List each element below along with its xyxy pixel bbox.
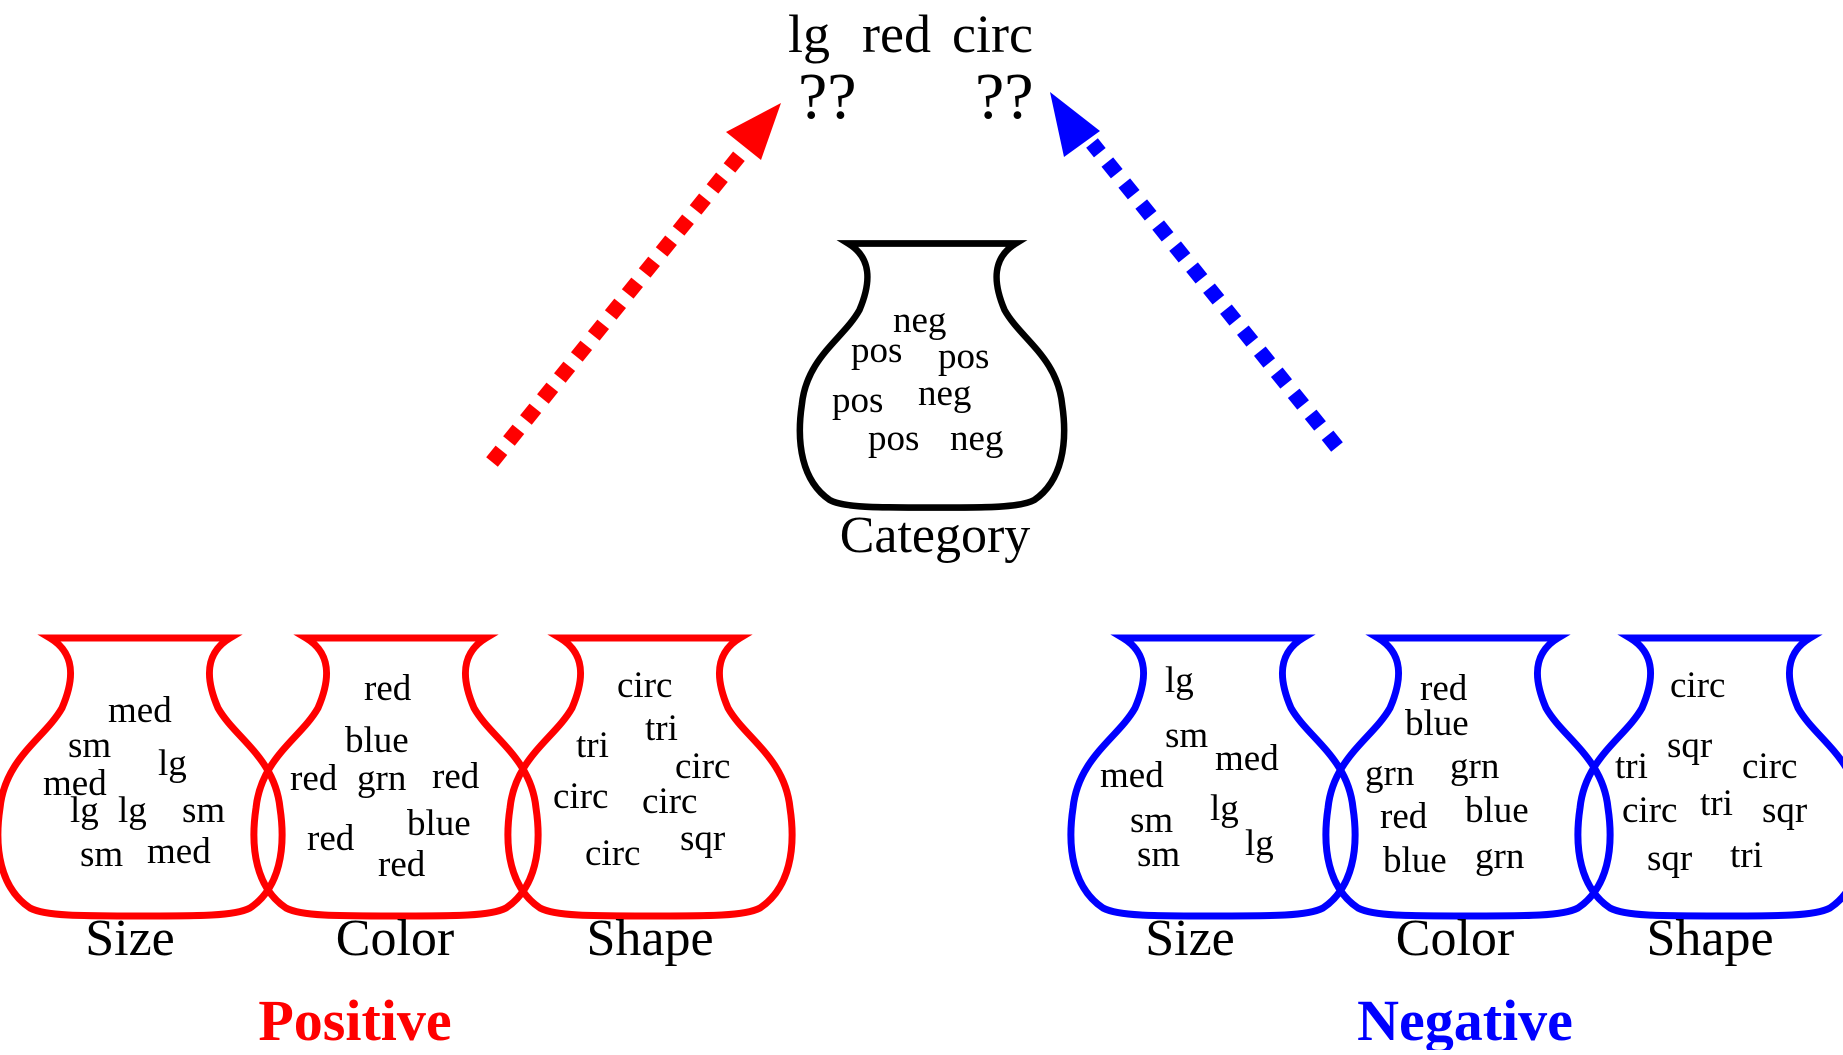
negative-group: lg sm med med lg sm lg sm Size red blue …: [1071, 638, 1843, 1053]
positive-size-item: med: [108, 690, 172, 731]
positive-title: Positive: [258, 988, 451, 1050]
positive-size-jar: med sm lg med lg lg sm sm med Size: [0, 638, 282, 967]
positive-color-jar: red blue red grn red red blue red Color: [254, 638, 538, 967]
negative-color-item: blue: [1465, 790, 1529, 831]
positive-size-item: lg: [158, 743, 187, 784]
positive-size-item: med: [43, 763, 107, 804]
positive-size-item: med: [147, 831, 211, 872]
negative-shape-item: tri: [1700, 783, 1733, 824]
negative-size-item: sm: [1130, 800, 1173, 841]
query-shape: circ: [952, 4, 1033, 64]
negative-arrow: [1050, 92, 1343, 452]
category-item: neg: [950, 418, 1003, 459]
positive-color-item: red: [364, 668, 412, 709]
positive-arrow: [486, 103, 781, 467]
positive-color-item: blue: [407, 803, 471, 844]
negative-color-jar: red blue grn grn red blue blue grn Color: [1326, 638, 1610, 967]
query: lg red circ ?? ??: [788, 4, 1034, 133]
positive-color-item: red: [290, 758, 338, 799]
negative-size-item: med: [1215, 738, 1279, 779]
positive-shape-item: sqr: [680, 818, 725, 859]
positive-size-item: sm: [80, 834, 123, 875]
positive-shape-jar: circ tri tri circ circ circ circ sqr Sha…: [508, 638, 792, 967]
negative-shape-item: tri: [1730, 835, 1763, 876]
negative-size-jar: lg sm med med lg sm lg sm Size: [1071, 638, 1355, 967]
negative-color-item: blue: [1405, 703, 1469, 744]
positive-arrowhead: [726, 103, 781, 160]
negative-color-item: red: [1380, 796, 1428, 837]
category-item: pos: [832, 380, 883, 421]
positive-size-item: sm: [68, 725, 111, 766]
positive-group: med sm lg med lg lg sm sm med Size red b…: [0, 638, 792, 1053]
negative-shape-item: sqr: [1667, 725, 1712, 766]
positive-shape-item: tri: [576, 725, 609, 766]
query-unknown-left: ??: [798, 60, 857, 133]
negative-size-item: lg: [1165, 660, 1194, 701]
positive-shape-item: circ: [642, 781, 697, 822]
negative-size-item: lg: [1210, 788, 1239, 829]
negative-size-item: lg: [1245, 823, 1274, 864]
negative-color-item: grn: [1475, 836, 1524, 877]
query-size: lg: [788, 4, 830, 64]
negative-size-item: sm: [1165, 715, 1208, 756]
negative-color-label: Color: [1396, 910, 1514, 967]
positive-shape-label: Shape: [586, 910, 713, 967]
negative-shape-item: sqr: [1762, 790, 1807, 831]
category-jar: neg pos pos pos neg pos neg Category: [800, 244, 1064, 564]
negative-color-item: grn: [1450, 746, 1499, 787]
category-item: pos: [851, 330, 902, 371]
category-item: pos: [938, 336, 989, 377]
positive-color-item: red: [432, 756, 480, 797]
negative-size-item: sm: [1137, 834, 1180, 875]
query-color: red: [862, 4, 931, 64]
positive-size-item: lg: [118, 790, 147, 831]
negative-shape-jar: circ tri sqr circ circ tri sqr sqr tri S…: [1578, 638, 1843, 967]
category-item: neg: [918, 373, 971, 414]
positive-shape-item: circ: [553, 776, 608, 817]
positive-size-item: lg: [70, 790, 99, 831]
negative-color-item: red: [1420, 668, 1468, 709]
positive-color-item: grn: [357, 758, 406, 799]
query-unknown-right: ??: [975, 60, 1034, 133]
negative-shape-item: circ: [1742, 746, 1797, 787]
negative-shape-label: Shape: [1646, 910, 1773, 967]
positive-shape-item: circ: [585, 833, 640, 874]
negative-shape-item: circ: [1622, 790, 1677, 831]
category-item: neg: [893, 300, 946, 341]
category-item: pos: [868, 418, 919, 459]
negative-color-item: grn: [1365, 753, 1414, 794]
positive-color-item: red: [378, 844, 426, 885]
negative-shape-item: circ: [1670, 665, 1725, 706]
category-label: Category: [840, 507, 1031, 564]
positive-color-item: blue: [345, 720, 409, 761]
positive-shape-item: tri: [645, 708, 678, 749]
negative-size-item: med: [1100, 755, 1164, 796]
negative-size-label: Size: [1145, 910, 1235, 967]
positive-shape-item: circ: [675, 746, 730, 787]
negative-shape-item: sqr: [1647, 838, 1692, 879]
positive-color-item: red: [307, 818, 355, 859]
negative-color-item: blue: [1383, 840, 1447, 881]
positive-size-label: Size: [85, 910, 175, 967]
positive-color-label: Color: [336, 910, 454, 967]
negative-title: Negative: [1357, 988, 1573, 1050]
positive-shape-item: circ: [617, 665, 672, 706]
positive-size-item: sm: [182, 790, 225, 831]
negative-shape-item: tri: [1615, 746, 1648, 787]
negative-arrowhead: [1050, 92, 1100, 157]
